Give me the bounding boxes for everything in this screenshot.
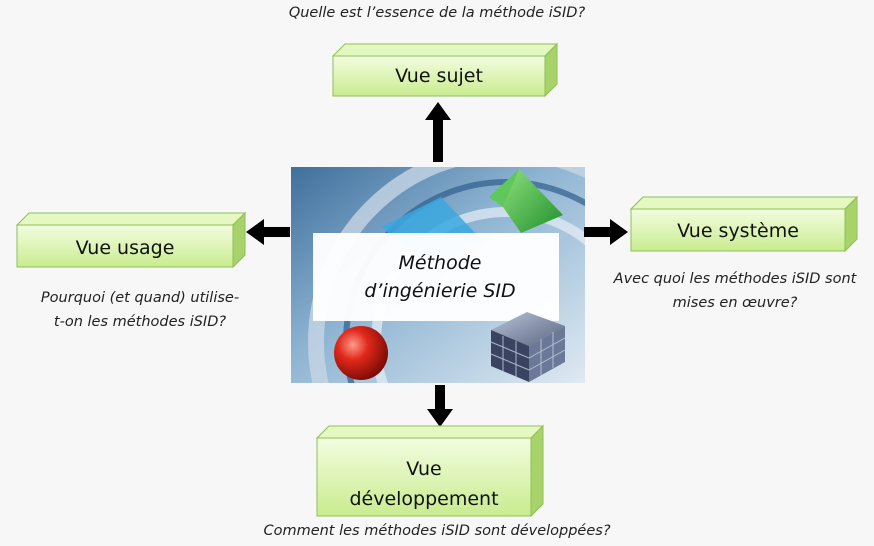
vue-systeme-label: Vue système: [677, 220, 799, 242]
top-question: Quelle est l’essence de la méthode iSID?: [288, 5, 586, 21]
center-title-line2: d’ingénierie SID: [364, 280, 516, 302]
arrow-down: [427, 385, 453, 427]
center-title: Méthode d’ingénierie SID: [331, 249, 549, 305]
bottom-question: Comment les méthodes iSID sont développé…: [263, 523, 611, 539]
vue-developpement-label-line2: développement: [349, 488, 499, 510]
vue-sujet-label: Vue sujet: [395, 65, 483, 87]
vue-systeme-box: Vue système: [629, 195, 863, 255]
right-question-line1: Avec quoi les méthodes iSID sont: [613, 271, 857, 287]
right-question-line2: mises en œuvre?: [672, 295, 798, 311]
vue-developpement-box: Vue développement: [315, 424, 549, 518]
vue-usage-label: Vue usage: [75, 237, 175, 259]
vue-usage-box: Vue usage: [15, 211, 252, 271]
left-question-line2: t-on les méthodes iSID?: [53, 314, 227, 330]
vue-developpement-label-line1: Vue: [406, 458, 442, 480]
center-illustration: [291, 167, 585, 383]
arrow-left: [246, 219, 290, 245]
left-question-line1: Pourquoi (et quand) utilise-: [40, 290, 240, 306]
vue-sujet-box: Vue sujet: [331, 42, 563, 100]
center-title-line1: Méthode: [398, 252, 482, 274]
arrow-right: [584, 219, 628, 245]
arrow-up: [425, 102, 451, 162]
